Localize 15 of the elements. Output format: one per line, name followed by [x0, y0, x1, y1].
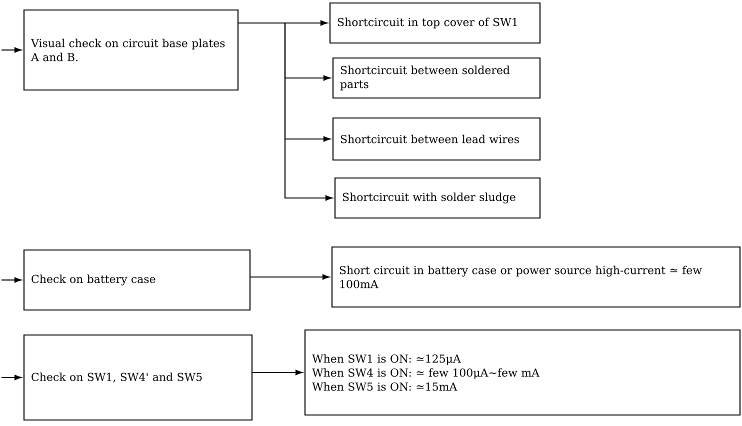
arrow [1, 47, 22, 53]
result-box: Shortcircuit between lead wires [332, 117, 541, 161]
result-box: Shortcircuit with solder sludge [334, 177, 541, 219]
arrow [238, 22, 332, 201]
process-box: Check on SW1, SW4' and SW5 [23, 334, 253, 421]
arrow [1, 277, 22, 283]
result-box: Shortcircuit in top cover of SW1 [329, 2, 541, 44]
arrow [250, 274, 330, 280]
result-box: Shortcircuit between soldered parts [332, 57, 541, 99]
process-box: Check on battery case [23, 249, 251, 311]
result-box: When SW1 is ON: ≃125μA When SW4 is ON: ≃ few 100μA∼few mA When SW5 is ON: ≃15mA [304, 329, 741, 416]
process-box: Visual check on circuit base plates A and B. [23, 9, 239, 91]
result-box: Short circuit in battery case or power source high-current ≃ few 100mA [331, 246, 741, 308]
arrow [252, 370, 302, 376]
arrow [1, 374, 22, 380]
